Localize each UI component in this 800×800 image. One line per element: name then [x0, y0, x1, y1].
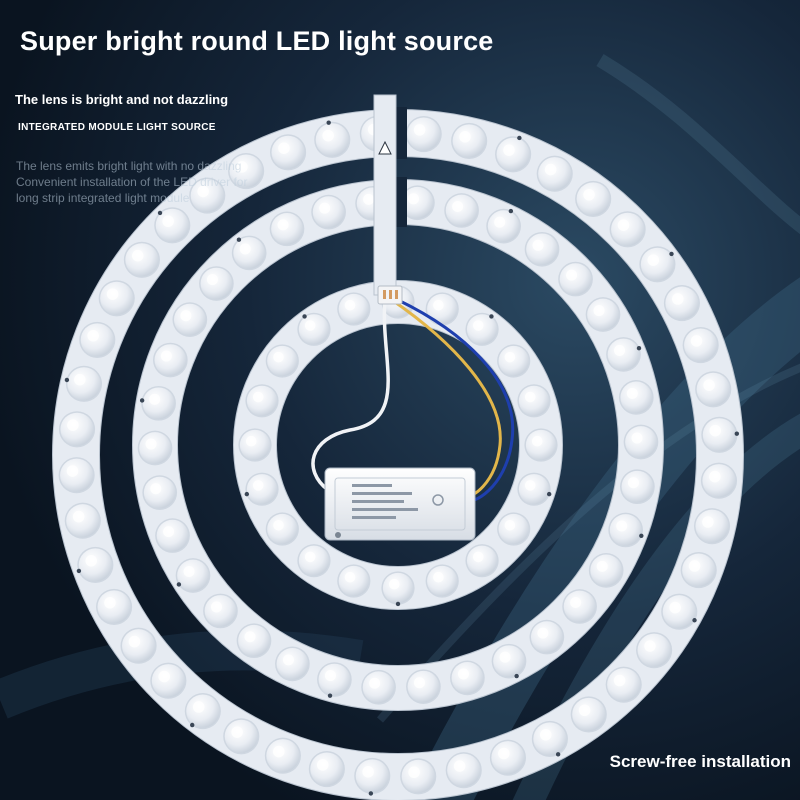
- footer-text: Screw-free installation: [609, 752, 791, 771]
- description: The lens emits bright light with no dazz…: [16, 158, 247, 206]
- headline: Super bright round LED light source: [20, 26, 494, 56]
- description-line-2: Convenient installation of the LED drive…: [16, 175, 248, 189]
- led-ring-medium: [132, 177, 664, 711]
- wires: [311, 298, 515, 503]
- connector-strip: [373, 94, 397, 296]
- led-driver-box: [324, 467, 476, 541]
- white-wire: [311, 298, 390, 492]
- blue-wire: [396, 298, 515, 503]
- led-ring-large: [52, 107, 744, 800]
- connector: [377, 285, 403, 305]
- subhead: The lens is bright and not dazzling: [15, 92, 229, 107]
- description-line-1: The lens emits bright light with no dazz…: [16, 159, 242, 173]
- caption-caps: INTEGRATED MODULE LIGHT SOURCE: [18, 122, 216, 133]
- description-line-3: long strip integrated light module: [16, 191, 190, 205]
- yellow-wire: [390, 298, 502, 498]
